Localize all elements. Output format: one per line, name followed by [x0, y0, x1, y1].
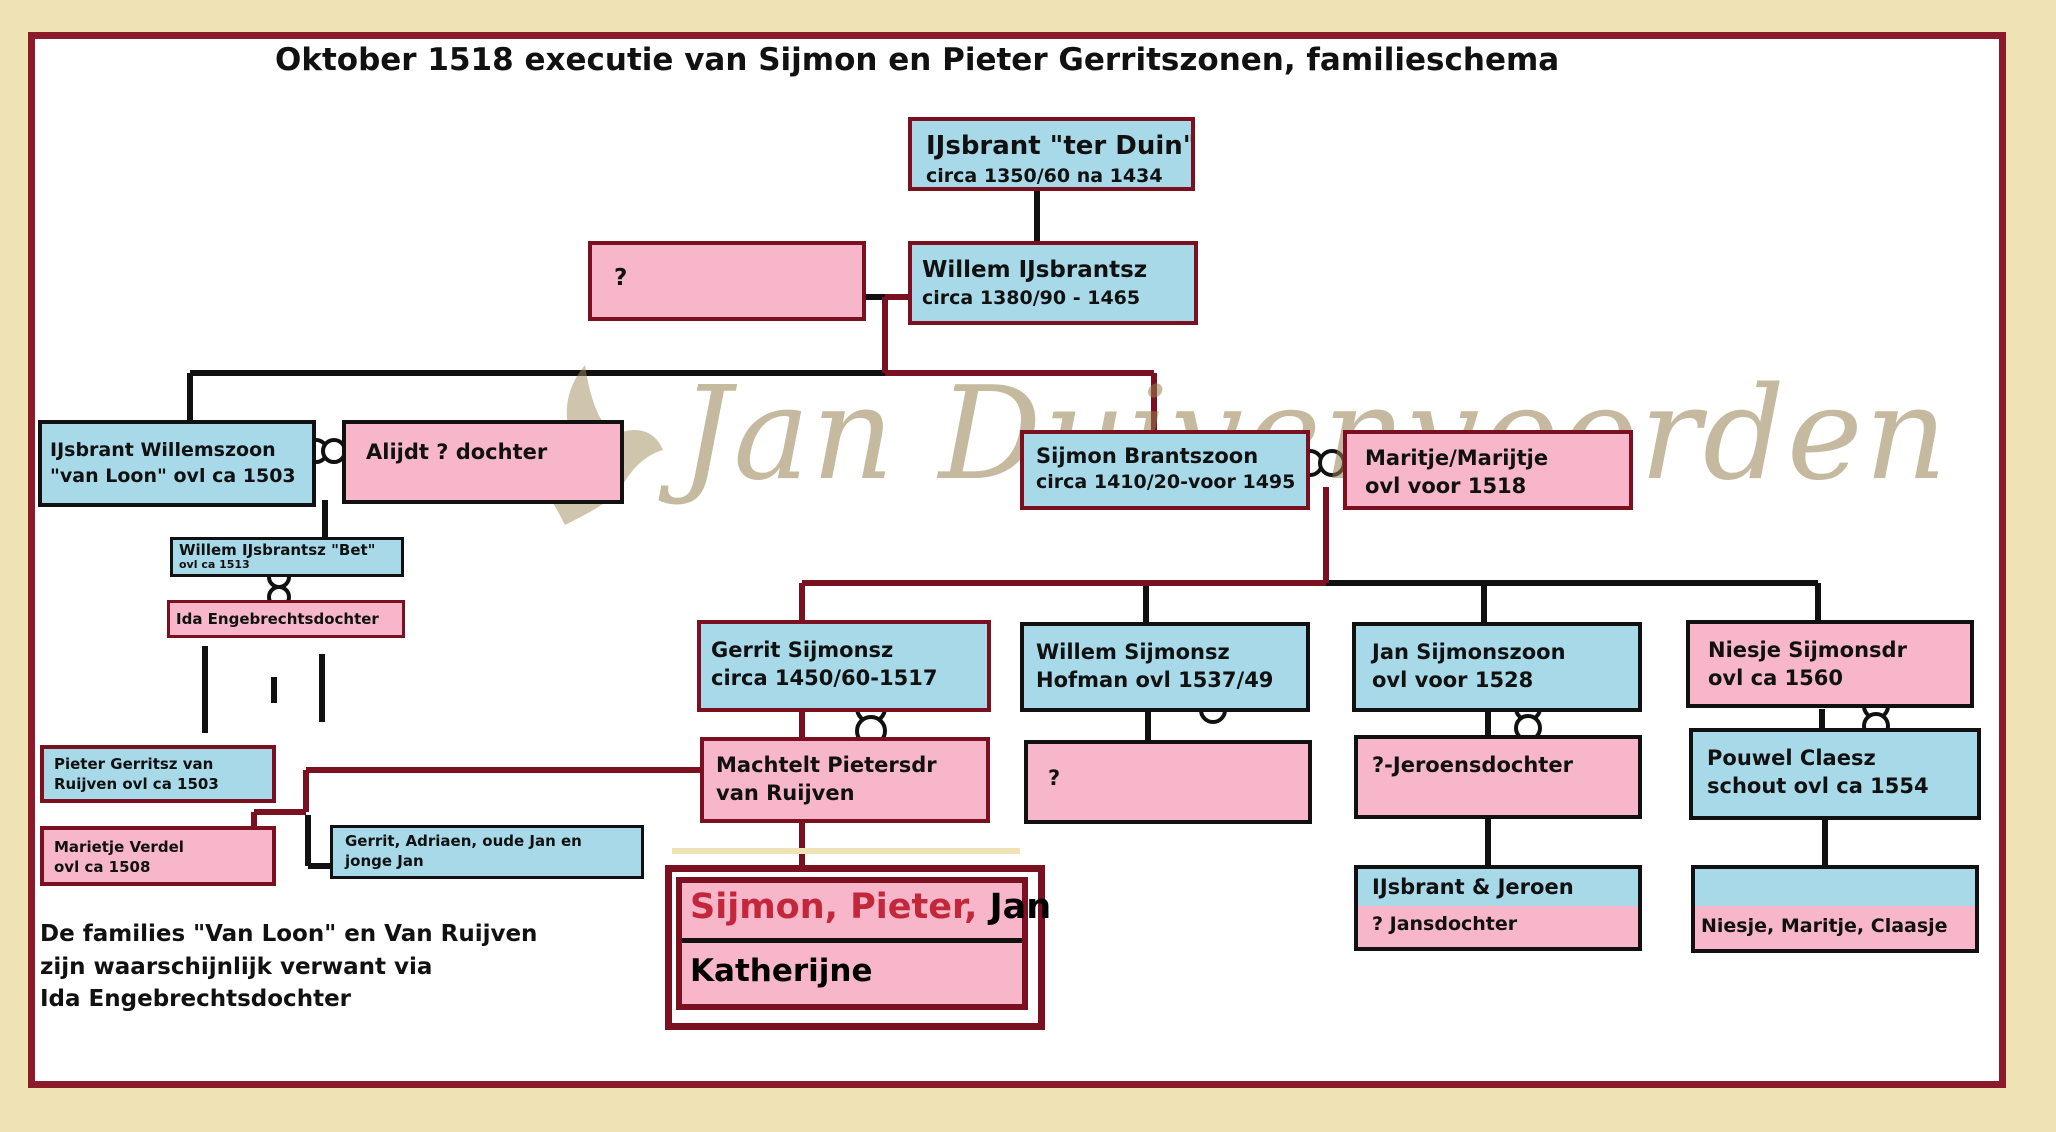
person-name: Sijmon Brantszoon — [1036, 444, 1259, 468]
person-maritje: Maritje/Marijtje ovl voor 1518 — [1343, 430, 1633, 510]
person-name: Pouwel Claesz — [1707, 746, 1876, 770]
family-note: De families "Van Loon" en Van Ruijven zi… — [40, 918, 537, 1016]
person-dates: ovl voor 1528 — [1372, 668, 1534, 693]
person-name: IJsbrant "ter Duin" — [926, 131, 1195, 161]
person-name: Pieter Gerritsz van — [54, 755, 214, 773]
person-dates: circa 1350/60 na 1434 — [926, 165, 1163, 188]
child-pieter: Pieter, — [850, 887, 978, 927]
person-jansdochter: ? Jansdochter — [1354, 906, 1642, 951]
person-name: ? Jansdochter — [1372, 913, 1518, 935]
person-niesje-sijmonsdr: Niesje Sijmonsdr ovl ca 1560 — [1686, 620, 1974, 708]
person-ijsbrant-willemszoon: IJsbrant Willemszoon "van Loon" ovl ca 1… — [38, 420, 316, 507]
person-willem-sijmonsz: Willem Sijmonsz Hofman ovl 1537/49 — [1020, 622, 1310, 712]
person-dates: circa 1380/90 - 1465 — [922, 287, 1141, 310]
person-dates: circa 1450/60-1517 — [711, 666, 938, 691]
person-pouwel-claesz: Pouwel Claesz schout ovl ca 1554 — [1689, 728, 1981, 820]
person-name: Jan Sijmonszoon — [1372, 640, 1566, 664]
page-title: Oktober 1518 executie van Sijmon en Piet… — [275, 42, 1560, 78]
person-unknown-spouse-willem: ? — [588, 241, 866, 321]
person-machtelt: Machtelt Pietersdr van Ruijven — [700, 737, 990, 823]
note-line: zijn waarschijnlijk verwant via — [40, 953, 433, 980]
person-name: Niesje Sijmonsdr — [1708, 638, 1907, 662]
person-dates: circa 1410/20-voor 1495 — [1036, 471, 1296, 494]
person-dates: jonge Jan — [345, 851, 424, 870]
person-name: Willem IJsbrantsz "Bet" — [179, 541, 376, 559]
person-name: IJsbrant Willemszoon — [50, 439, 276, 461]
person-dates: ovl voor 1518 — [1365, 474, 1527, 499]
person-sijmon-brantszoon: Sijmon Brantszoon circa 1410/20-voor 149… — [1020, 430, 1310, 510]
person-name: Willem IJsbrantsz — [922, 257, 1148, 283]
child-sijmon: Sijmon, — [690, 887, 838, 927]
person-name: Alijdt ? dochter — [366, 440, 548, 464]
person-name: Gerrit Sijmonsz — [711, 638, 894, 662]
person-name: ? — [1048, 766, 1061, 790]
person-willem-ijsbrantsz: Willem IJsbrantsz circa 1380/90 - 1465 — [908, 241, 1198, 325]
person-name: Willem Sijmonsz — [1036, 640, 1230, 664]
person-pieter-gerritsz: Pieter Gerritsz van Ruijven ovl ca 1503 — [40, 745, 276, 803]
person-dates: ovl ca 1560 — [1708, 666, 1844, 691]
person-unknown-spouse-willem-s: ? — [1024, 740, 1312, 824]
person-jan-sijmonszoon: Jan Sijmonszoon ovl voor 1528 — [1352, 622, 1642, 712]
person-ida: Ida Engebrechtsdochter — [167, 600, 405, 638]
note-line: Ida Engebrechtsdochter — [40, 986, 352, 1013]
executed-sons: Sijmon, Pieter, Jan — [682, 883, 1051, 943]
person-name: Maritje/Marijtje — [1365, 446, 1549, 470]
person-gerrit-adriaen: Gerrit, Adriaen, oude Jan en jonge Jan — [330, 825, 644, 879]
person-name: IJsbrant & Jeroen — [1372, 875, 1574, 899]
person-dates: van Ruijven — [716, 781, 855, 806]
person-willem-bet: Willem IJsbrantsz "Bet" ovl ca 1513 — [170, 537, 404, 577]
person-dates: ovl ca 1513 — [179, 557, 250, 571]
niesje-children-top — [1691, 865, 1979, 909]
child-jan: Jan — [989, 887, 1052, 927]
person-name: ?-Jeroensdochter — [1372, 753, 1573, 777]
person-name: Ida Engebrechtsdochter — [176, 610, 379, 628]
person-dates: Ruijven ovl ca 1503 — [54, 774, 219, 793]
person-ijsbrant-jeroen: IJsbrant & Jeroen — [1354, 865, 1642, 909]
person-dates: Hofman ovl 1537/49 — [1036, 668, 1274, 693]
person-name: Marietje Verdel — [54, 838, 184, 856]
person-niesje-kids: Niesje, Maritje, Claasje — [1691, 906, 1979, 953]
person-gerrit-sijmonsz: Gerrit Sijmonsz circa 1450/60-1517 — [697, 620, 991, 712]
person-ijsbrant-ter-duin: IJsbrant "ter Duin" circa 1350/60 na 143… — [908, 117, 1195, 191]
person-name: Gerrit, Adriaen, oude Jan en — [345, 832, 582, 850]
person-dates: ovl ca 1508 — [54, 857, 151, 876]
person-dates: schout ovl ca 1554 — [1707, 774, 1929, 799]
note-line: De families "Van Loon" en Van Ruijven — [40, 921, 538, 947]
person-name: ? — [614, 265, 628, 291]
person-alijdt: Alijdt ? dochter — [342, 420, 624, 504]
watermark-text: Jan Duivenvoorden — [680, 360, 1949, 509]
person-name: Machtelt Pietersdr — [716, 753, 937, 777]
child-katherijne: Katherijne — [690, 953, 873, 989]
person-jeroensdochter: ?-Jeroensdochter — [1354, 735, 1642, 819]
person-marietje-verdel: Marietje Verdel ovl ca 1508 — [40, 826, 276, 886]
person-name: Niesje, Maritje, Claasje — [1701, 915, 1948, 937]
person-dates: "van Loon" ovl ca 1503 — [50, 464, 296, 487]
